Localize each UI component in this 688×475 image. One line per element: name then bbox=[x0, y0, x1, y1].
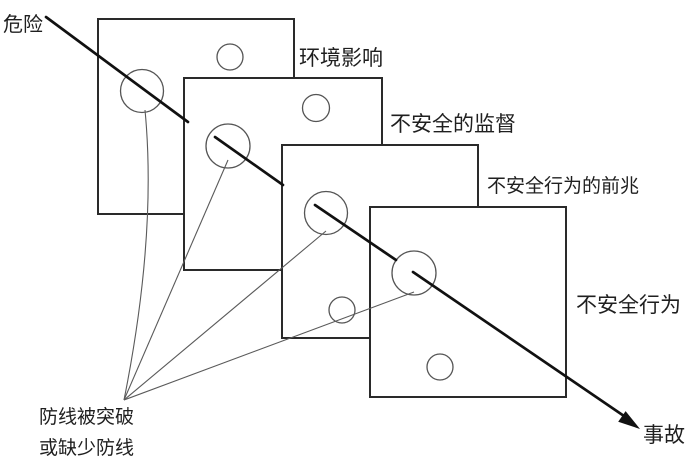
breach-pointer-line-2 bbox=[123, 159, 229, 401]
hazard-arrow-segment-2 bbox=[213, 135, 285, 187]
label-defense-breach-line1: 防线被突破 bbox=[39, 407, 135, 428]
label-hazard: 危险 bbox=[3, 14, 43, 36]
breach-pointer-line-1 bbox=[123, 109, 149, 401]
hazard-arrow bbox=[44, 15, 640, 429]
hazard-arrow-segment-1 bbox=[44, 15, 190, 124]
label-unsafe-acts: 不安全行为 bbox=[576, 293, 681, 317]
label-defense-breach-caption: 防线被突破 或缺少防线 bbox=[39, 402, 134, 464]
breach-pointer-line-3 bbox=[123, 230, 327, 401]
hazard-arrow-segment-4 bbox=[411, 270, 626, 418]
label-accident: 事故 bbox=[643, 423, 685, 447]
arrowhead-icon bbox=[618, 411, 640, 429]
label-defense-breach-line2: 或缺少防线 bbox=[39, 438, 135, 459]
label-unsafe-act-precursors: 不安全行为的前兆 bbox=[487, 176, 640, 197]
breach-pointer-line-4 bbox=[123, 291, 415, 401]
label-environmental-influence: 环境影响 bbox=[299, 46, 383, 70]
panel-unsafe-acts-slice bbox=[369, 206, 567, 398]
label-unsafe-supervision: 不安全的监督 bbox=[390, 112, 516, 136]
breach-pointer-lines bbox=[123, 109, 415, 401]
hole-small-environmental-influence bbox=[216, 43, 244, 71]
hazard-arrow-segment-3 bbox=[313, 203, 398, 262]
panel-unsafe-acts bbox=[369, 206, 567, 398]
hole-small-unsafe-supervision bbox=[301, 93, 331, 123]
hole-small-unsafe-acts bbox=[426, 353, 454, 381]
